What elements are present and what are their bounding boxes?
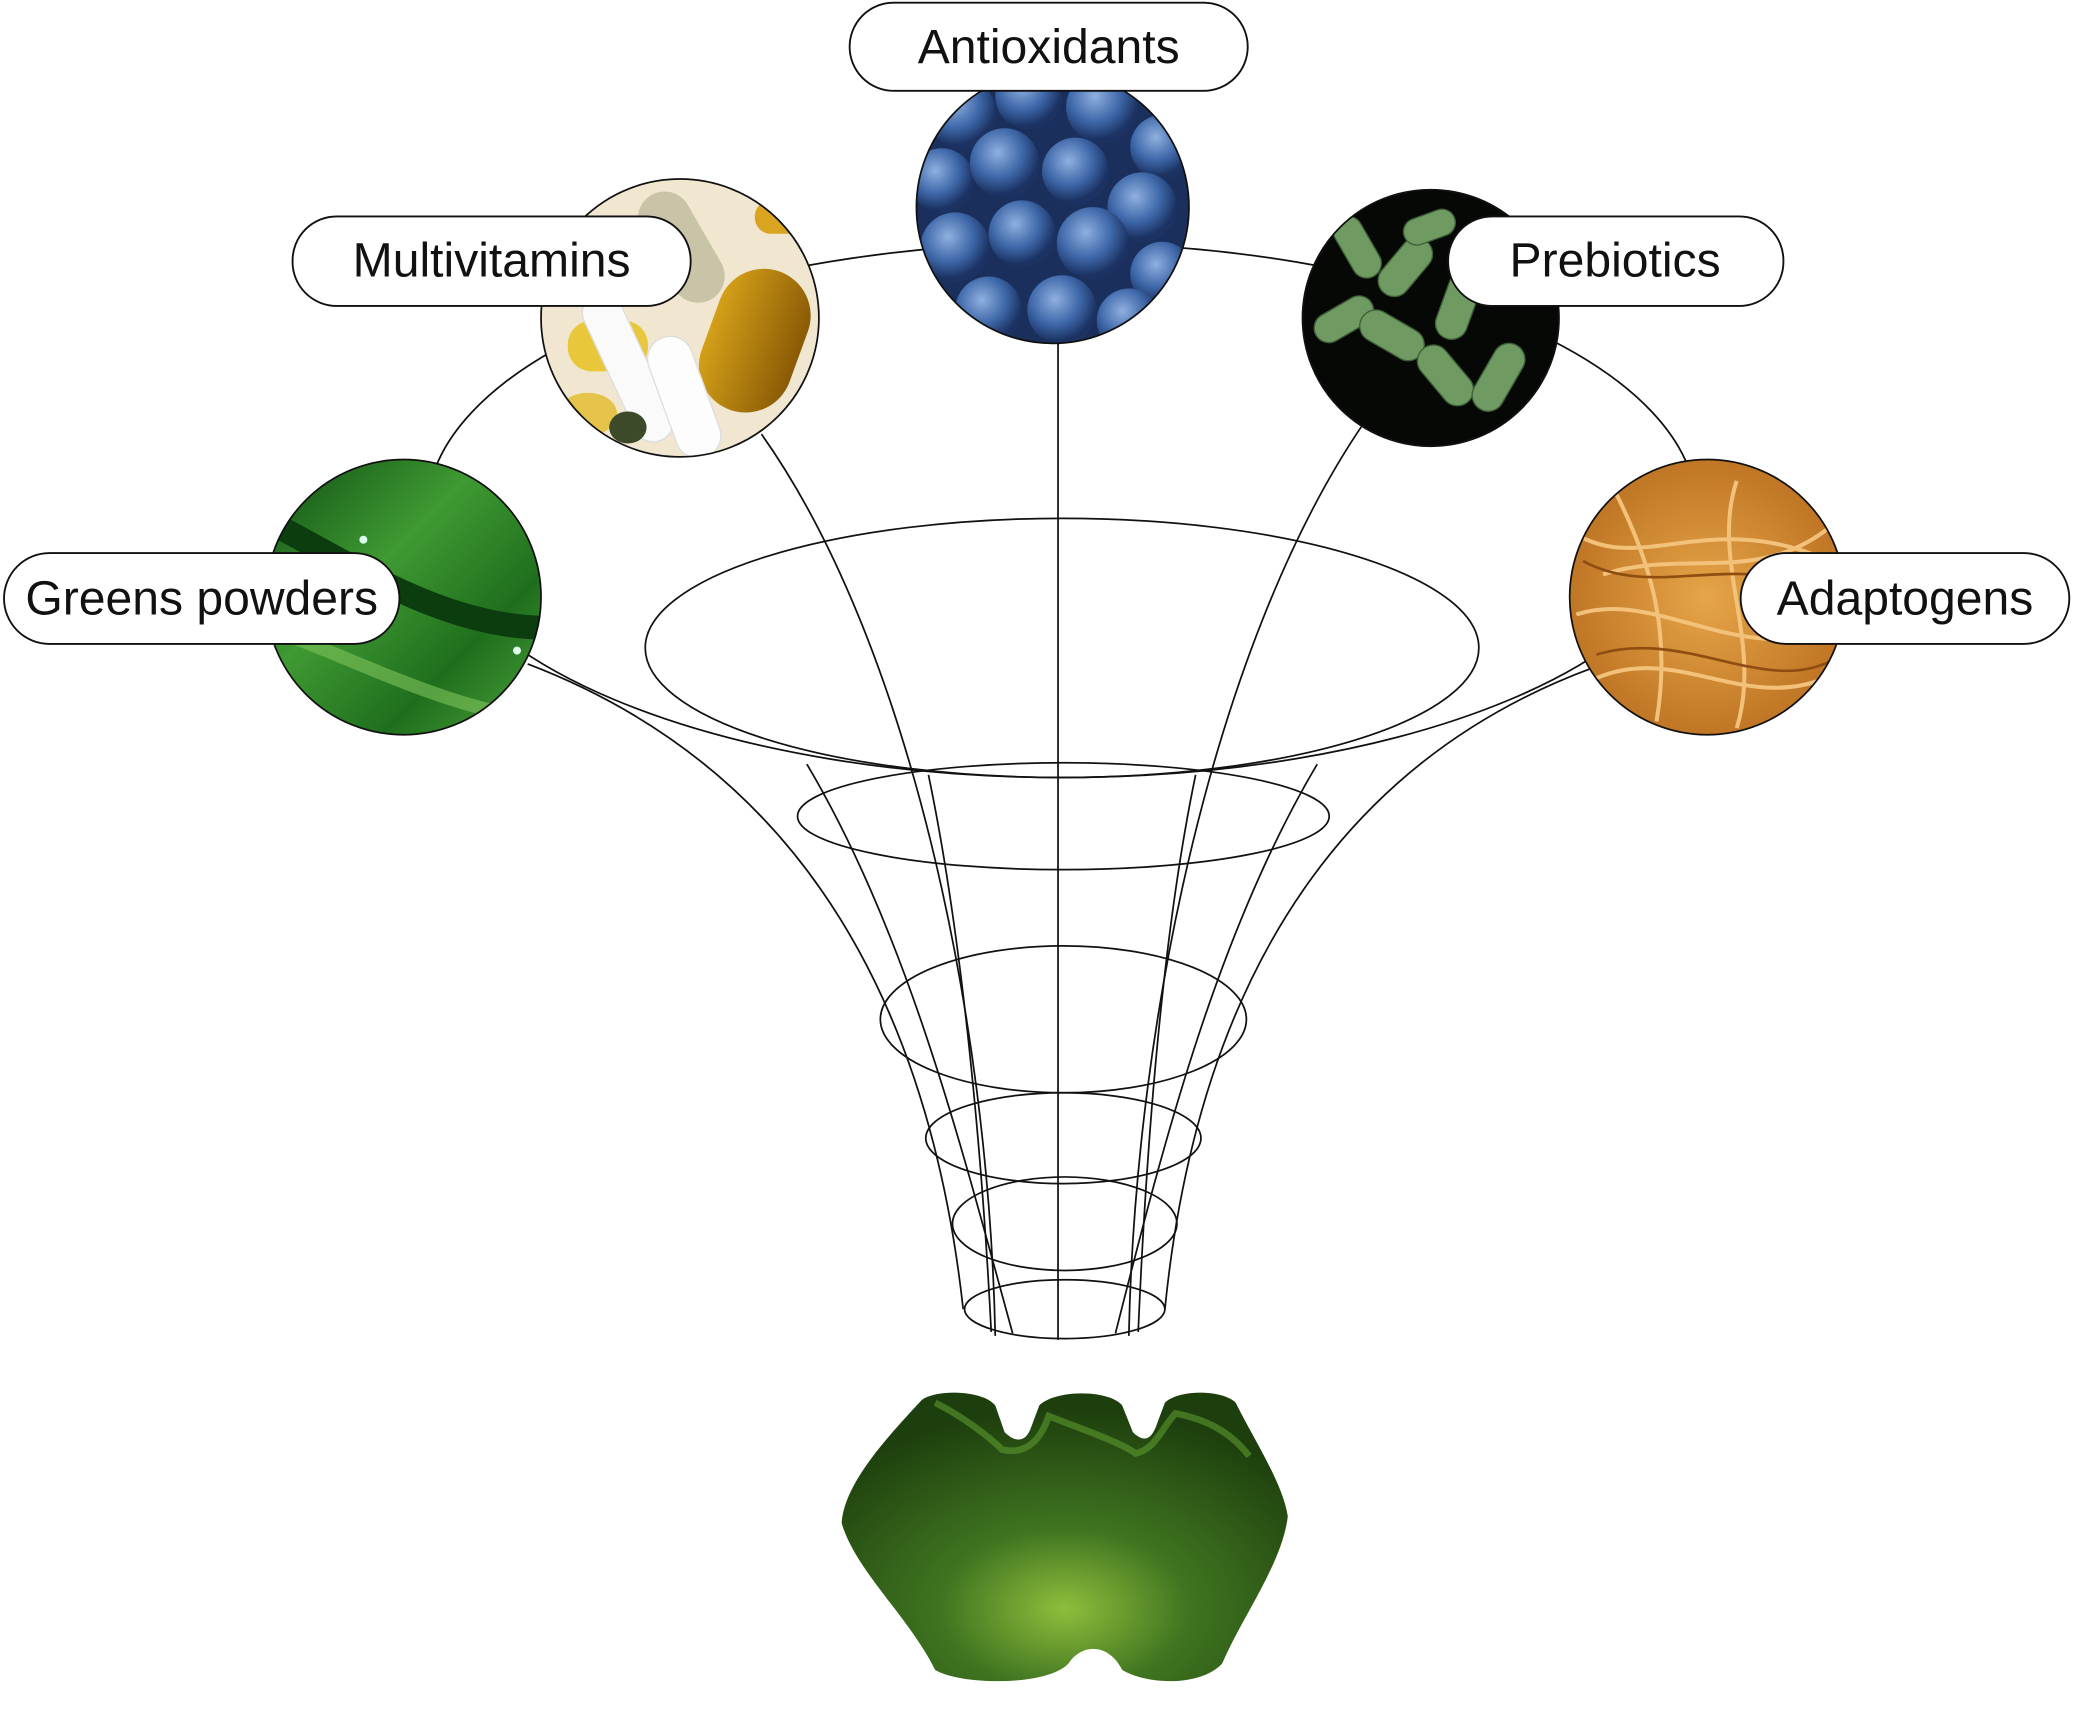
label-multivitamins: Multivitamins: [291, 215, 692, 307]
bacteria-image: [1302, 189, 1559, 447]
svg-text:Antioxidants: Antioxidants: [918, 20, 1180, 74]
funnel-wireframe: [527, 343, 1593, 1340]
label-adaptogens: Adaptogens: [1739, 552, 2071, 645]
label-greens-powders: Greens powders: [3, 552, 401, 645]
blueberries-image: [916, 70, 1189, 344]
green-gummy-image: [841, 1392, 1288, 1682]
svg-text:Greens powders: Greens powders: [25, 572, 378, 626]
label-prebiotics: Prebiotics: [1447, 215, 1785, 307]
svg-text:Prebiotics: Prebiotics: [1510, 234, 1721, 288]
label-antioxidants: Antioxidants: [848, 1, 1249, 92]
svg-text:Adaptogens: Adaptogens: [1777, 572, 2034, 626]
svg-text:Multivitamins: Multivitamins: [353, 234, 631, 288]
